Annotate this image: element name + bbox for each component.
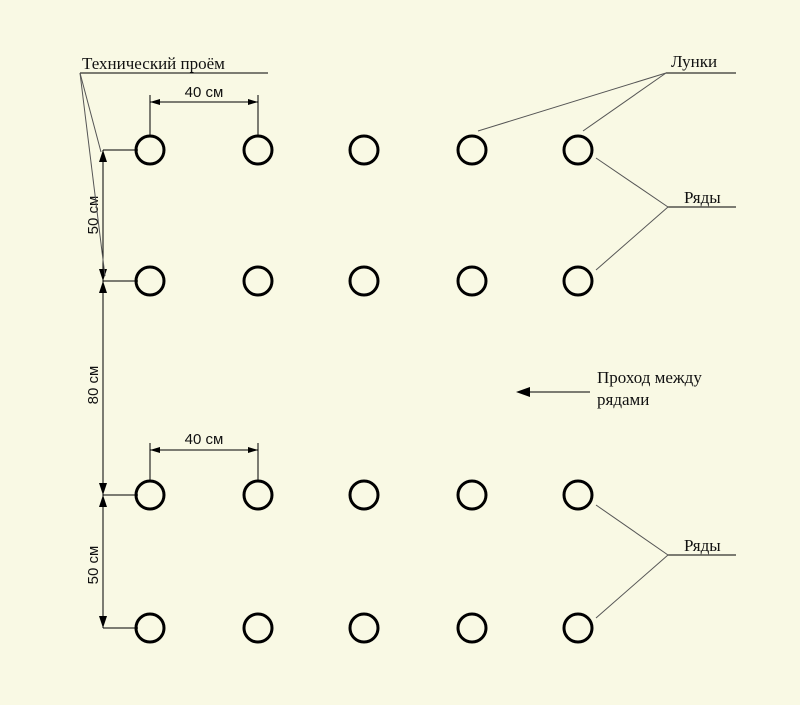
hole-r2-c4 xyxy=(456,265,488,297)
hole-r2-c1 xyxy=(134,265,166,297)
vertical-dimension-lines xyxy=(99,149,138,629)
holes-grid xyxy=(134,134,594,644)
leader-holes-1 xyxy=(477,72,667,132)
hole-r1-c4 xyxy=(456,134,488,166)
hole-r3-c1 xyxy=(134,479,166,511)
leader-rows-bottom-2 xyxy=(595,554,669,619)
dim-label-hole-spacing-bottom: 40 см xyxy=(185,431,224,448)
leader-rows-top-1 xyxy=(595,157,669,208)
hole-r3-c4 xyxy=(456,479,488,511)
hole-r1-c1 xyxy=(134,134,166,166)
dim-label-row-gap-top: 50 см xyxy=(85,196,102,235)
hole-r4-c4 xyxy=(456,612,488,644)
horizontal-dimension-bottom xyxy=(149,443,259,481)
hole-r2-c5 xyxy=(562,265,594,297)
horizontal-dimension-top xyxy=(149,95,259,135)
hole-r3-c5 xyxy=(562,479,594,511)
leader-technical-opening-1 xyxy=(79,72,102,153)
arrowhead-row2-up xyxy=(99,269,107,281)
label-rows-top: Ряды xyxy=(684,188,721,207)
leader-holes-2 xyxy=(582,72,667,132)
dim-label-row-gap-bottom: 50 см xyxy=(85,546,102,585)
dim-label-passage-width: 80 см xyxy=(85,366,102,405)
hole-r2-c2 xyxy=(242,265,274,297)
hole-r2-c3 xyxy=(348,265,380,297)
hole-r1-c5 xyxy=(562,134,594,166)
hole-r4-c3 xyxy=(348,612,380,644)
hole-r4-c5 xyxy=(562,612,594,644)
arrowhead-row3-down xyxy=(99,495,107,507)
leader-rows-bottom-1 xyxy=(595,504,669,556)
hole-r1-c3 xyxy=(348,134,380,166)
label-holes: Лунки xyxy=(671,52,717,71)
label-technical-opening: Технический проём xyxy=(82,54,225,73)
arrowhead-row3-up xyxy=(99,483,107,495)
hole-r1-c2 xyxy=(242,134,274,166)
dim-label-hole-spacing-top: 40 см xyxy=(185,84,224,101)
label-rows-bottom: Ряды xyxy=(684,536,721,555)
arrowhead-top xyxy=(99,150,107,162)
leader-technical-opening-2 xyxy=(79,72,106,277)
hole-r3-c2 xyxy=(242,479,274,511)
passage-arrow-head xyxy=(516,387,530,397)
label-passage-line1: Проход между xyxy=(597,368,702,387)
leader-rows-top-2 xyxy=(595,206,669,271)
label-passage-line2: рядами xyxy=(597,390,649,409)
arrowhead-row2-down xyxy=(99,281,107,293)
hole-r3-c3 xyxy=(348,479,380,511)
hole-r4-c1 xyxy=(134,612,166,644)
hole-r4-c2 xyxy=(242,612,274,644)
arrowhead-bottom xyxy=(99,616,107,628)
